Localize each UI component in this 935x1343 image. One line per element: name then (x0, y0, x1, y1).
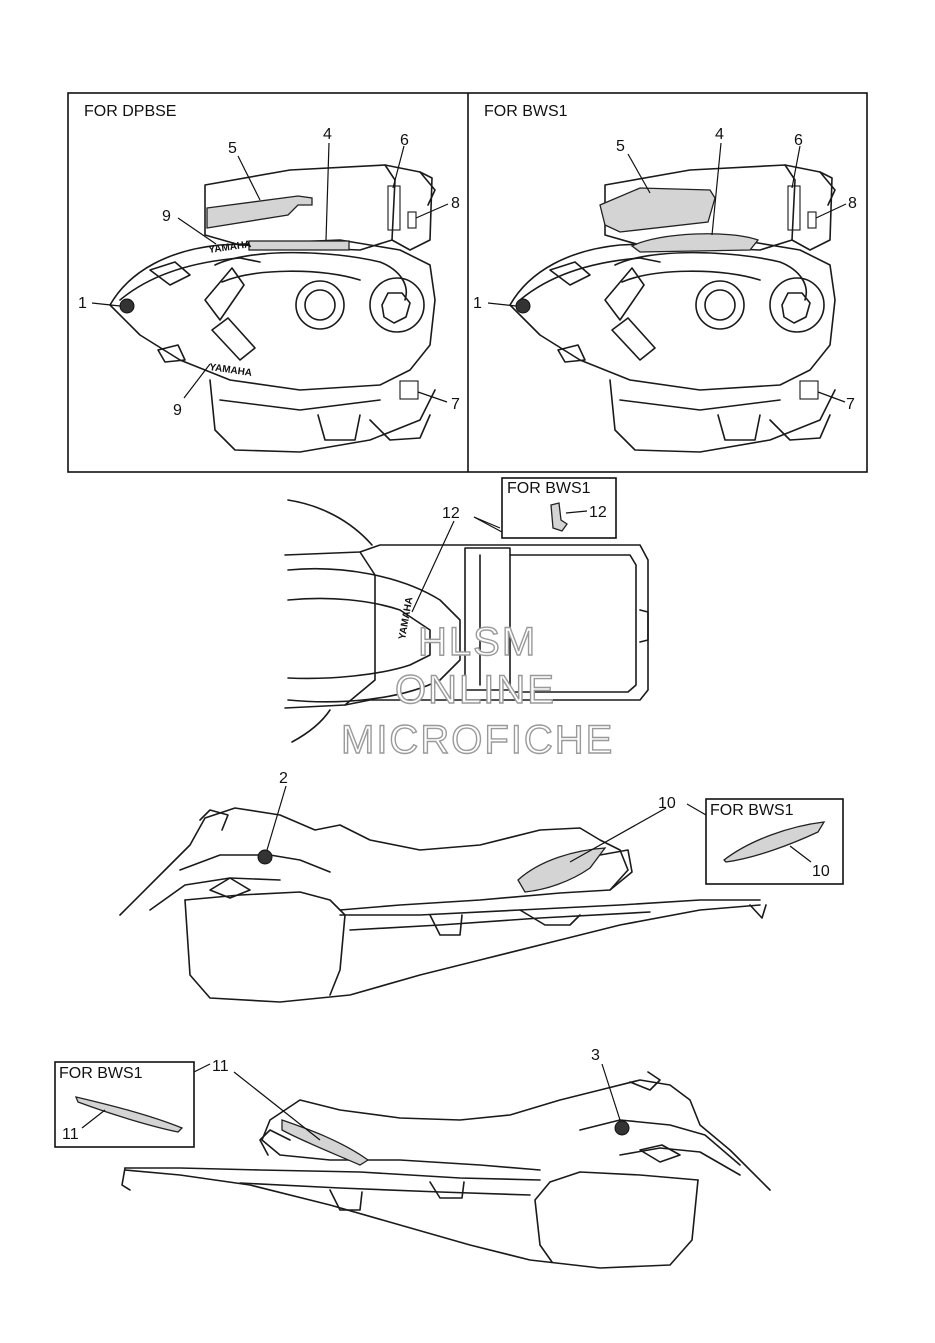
emblem-3 (614, 1120, 630, 1136)
callout-10-side: 10 (658, 795, 676, 812)
bws1-title: FOR BWS1 (484, 103, 568, 120)
callout-8-bws1: 8 (848, 195, 857, 212)
emblem-2 (257, 849, 273, 865)
inset-11: FOR BWS1 11 (54, 1061, 195, 1148)
inset-10-decal (723, 821, 826, 863)
callout-1-dpbse: 1 (78, 295, 87, 312)
callout-4-bws1: 4 (715, 126, 724, 143)
watermark-line-2: ONLINE (395, 668, 556, 712)
decal-8-dpbse (407, 211, 417, 229)
callout-9-upper-dpbse: 9 (162, 208, 171, 225)
right-side-leaders (266, 785, 707, 863)
decal-4-dpbse (248, 240, 350, 251)
bws1-leaders (487, 142, 847, 403)
inset-12: FOR BWS1 12 (501, 477, 617, 539)
callout-9-lower-dpbse: 9 (173, 402, 182, 419)
left-side-view (121, 1071, 771, 1269)
callout-6-bws1: 6 (794, 132, 803, 149)
decal-8-bws1 (807, 211, 817, 229)
inset-11-title: FOR BWS1 (59, 1065, 143, 1082)
top-view-rear-deck (284, 499, 649, 743)
emblem-1-bws1 (515, 298, 531, 314)
inset-12-title: FOR BWS1 (507, 480, 591, 497)
inset-11-frame (54, 1061, 195, 1148)
right-side-view (119, 807, 767, 1003)
decal-11-side (281, 1119, 370, 1166)
dpbse-title: FOR DPBSE (84, 103, 176, 120)
bws1-front-view (509, 164, 836, 453)
decal-5-dpbse (206, 195, 313, 229)
callout-4-dpbse: 4 (323, 126, 332, 143)
callout-5-bws1: 5 (616, 138, 625, 155)
watermark-line-3: MICROFICHE (341, 718, 614, 762)
dpbse-leaders (91, 142, 449, 403)
callout-2: 2 (279, 770, 288, 787)
decal-5-bws1 (599, 187, 716, 233)
inset-10: FOR BWS1 10 (705, 798, 844, 885)
inset-10-title: FOR BWS1 (710, 802, 794, 819)
callout-7-bws1: 7 (846, 396, 855, 413)
callout-3: 3 (591, 1047, 600, 1064)
decal-7-bws1 (799, 380, 819, 400)
inset-12-frame (501, 477, 617, 539)
decal-6-bws1 (787, 185, 801, 231)
emblem-1-dpbse (119, 298, 135, 314)
callout-12-inset: 12 (589, 504, 607, 521)
top-view-leaders (411, 516, 503, 613)
inset-12-decal (550, 502, 568, 532)
left-side-leaders (193, 1063, 621, 1141)
callout-5-dpbse: 5 (228, 140, 237, 157)
decal-9-upper-text: YAMAHA (208, 239, 252, 256)
inset-10-frame (705, 798, 844, 885)
decal-10-side (517, 847, 607, 893)
callout-11-side: 11 (212, 1058, 229, 1075)
dpbse-front-view (109, 164, 436, 453)
callout-10-inset: 10 (812, 863, 830, 880)
decal-7-dpbse (399, 380, 419, 400)
watermark-line-1: HLSM (418, 620, 537, 664)
callout-12-top: 12 (442, 505, 460, 522)
callout-1-bws1: 1 (473, 295, 482, 312)
inset-11-decal (74, 1096, 184, 1133)
decal-4-bws1 (630, 233, 760, 253)
callout-11-inset: 11 (62, 1126, 79, 1143)
decal-9-lower-text: YAMAHA (209, 362, 253, 379)
callout-6-dpbse: 6 (400, 132, 409, 149)
callout-8-dpbse: 8 (451, 195, 460, 212)
callout-7-dpbse: 7 (451, 396, 460, 413)
